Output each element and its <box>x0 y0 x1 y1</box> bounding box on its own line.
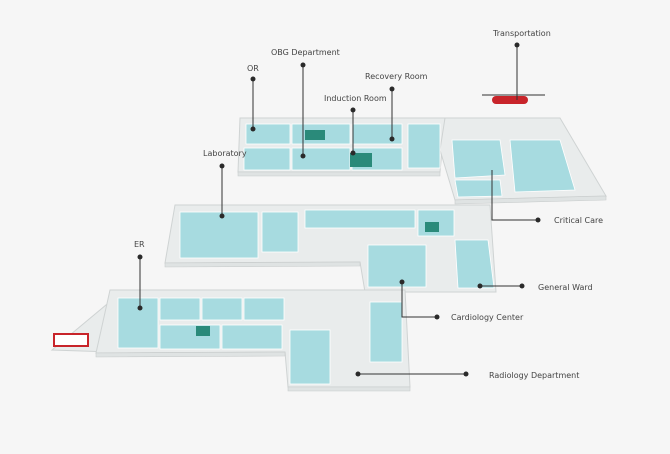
leader-lines <box>137 42 541 377</box>
middle-floor <box>164 204 497 293</box>
top-floor <box>237 94 607 205</box>
bottom-floor <box>50 289 411 392</box>
label-radiology-department: Radiology Department <box>489 371 579 380</box>
ambulance-icon <box>53 333 89 347</box>
label-or: OR <box>247 64 259 73</box>
label-er: ER <box>134 240 145 249</box>
helicopter-icon <box>492 96 528 104</box>
label-general-ward: General Ward <box>538 283 593 292</box>
label-laboratory: Laboratory <box>203 149 247 158</box>
label-critical-care: Critical Care <box>554 216 603 225</box>
label-induction-room: Induction Room <box>324 94 387 103</box>
label-recovery-room: Recovery Room <box>365 72 428 81</box>
label-obg-department: OBG Department <box>271 48 340 57</box>
label-cardiology-center: Cardiology Center <box>451 313 524 322</box>
label-transportation: Transportation <box>492 29 551 38</box>
